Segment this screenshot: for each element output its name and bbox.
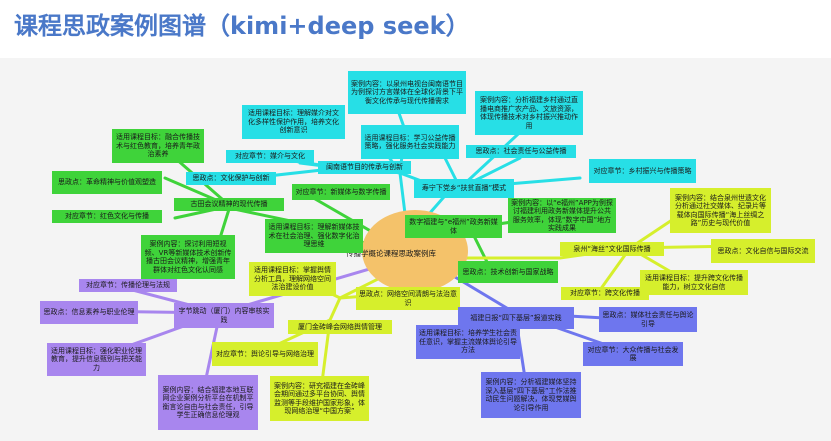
goal-node[interactable]: 适用课程目标：掌握舆情分析工具，理解网络空间法治建设价值 [249,262,336,296]
goal-node[interactable]: 适用课程目标：培养学生社会责任意识，掌握主流媒体舆论引导方法 [416,325,520,359]
ideological-node[interactable]: 思政点：革命精神与价值观塑造 [52,171,162,194]
ideological-node[interactable]: 思政点：社会责任与公益传播 [466,145,576,158]
case-node[interactable]: 案例内容：分析福建乡村通过直播电商推广农产品、文旅资源，体现传播技术对乡村振兴推… [475,91,583,135]
branch-node[interactable]: 数字福建与“e福州”政务新媒体 [405,215,502,238]
branch-node[interactable]: 寿宁下党乡“扶贫直播”模式 [414,179,514,198]
mindmap-canvas: 传播学概论课程思政案例库 案例内容：以泉州电视台闽南语节目为例探讨方言媒体在全球… [0,58,831,441]
goal-node[interactable]: 适用课程目标：学习公益传播策略，强化服务社会实践能力 [361,125,459,159]
branch-node[interactable]: 泉州“海丝”文化国际传播 [560,242,664,256]
goal-node[interactable]: 适用课程目标：理解新媒体技术在社会治理、强化数字化治理思维 [265,219,363,253]
ideological-node[interactable]: 思政点：信息素养与职业伦理 [40,301,138,324]
goal-node[interactable]: 适用课程目标：提升跨文化传播能力，树立文化自信 [640,270,748,295]
branch-node[interactable]: 福建日报“四下基层”报道实践 [458,307,574,329]
chapter-node[interactable]: 对应章节：乡村振兴与传播策略 [589,159,696,183]
chapter-node[interactable]: 对应章节：传播伦理与法规 [79,279,177,292]
case-node[interactable]: 案例内容：以泉州电视台闽南语节目为例探讨方言媒体在全球化背景下平衡文化传承与现代… [348,71,466,114]
ideological-node[interactable]: 思政点：文化保护与创新 [186,172,276,185]
ideological-node[interactable]: 思政点：网络空间清朗与法治意识 [356,287,460,310]
page-title: 课程思政案例图谱（kimi+deep seek） [14,12,470,40]
chapter-node[interactable]: 对应章节：跨文化传播 [561,287,649,300]
ideological-node[interactable]: 思政点：媒体社会责任与舆论引导 [599,307,697,332]
branch-node[interactable]: 厦门金砖峰会网络舆情管理 [288,320,392,334]
branch-node[interactable]: 字节跳动（厦门）内容审核实践 [174,303,274,328]
ideological-node[interactable]: 思政点：文化自信与国际交流 [711,239,815,263]
chapter-node[interactable]: 对应章节：红色文化与传播 [52,210,162,223]
chapter-node[interactable]: 对应章节：新媒体与数字传播 [292,184,390,200]
goal-node[interactable]: 适用课程目标：理解媒介对文化多样性保护作用，培养文化创新意识 [242,105,345,139]
goal-node[interactable]: 适用课程目标：强化职业伦理教育，提升信息甄别与把关能力 [47,343,146,376]
branch-node[interactable]: 古田会议精神的现代传播 [174,198,284,211]
case-node[interactable]: 案例内容：以“e福州”APP为例探讨福建利用政务新媒体提升公共服务效率，体现“数… [508,198,616,233]
chapter-node[interactable]: 对应章节：媒介与文化 [226,150,314,163]
center-node-label[interactable]: 传播学概论课程思政案例库 [346,249,436,258]
ideological-node[interactable]: 思政点：技术创新与国家战略 [458,261,558,283]
goal-node[interactable]: 适用课程目标：融合传播技术与红色教育，培养青年政治素养 [112,129,204,163]
case-node[interactable]: 案例内容：结合福建本地互联网企业案例分析平台在机制平衡言论自由与社会责任，引导学… [158,375,258,430]
branch-node[interactable]: 闽南语节目的传承与创新 [318,161,411,174]
chapter-node[interactable]: 对应章节：舆论引导与网络治理 [212,342,318,366]
case-node[interactable]: 案例内容：结合泉州世遗文化分析通过社交媒体、纪录片等载体向国际传播“海上丝绸之路… [670,188,771,233]
case-node[interactable]: 案例内容：研究福建在金砖峰会期间通过多平台协同、舆情监测等手段维护国家形象，体现… [270,376,369,421]
case-node[interactable]: 案例内容：探讨利用短视频、VR等新媒体技术创新传播古田会议精神，增强青年群体对红… [141,235,235,279]
chapter-node[interactable]: 对应章节：大众传播与社会发展 [583,342,683,366]
case-node[interactable]: 案例内容：分析福建媒体坚持深入基层“四下基层”工作法推动民生问题解决，体现党媒舆… [481,372,581,418]
